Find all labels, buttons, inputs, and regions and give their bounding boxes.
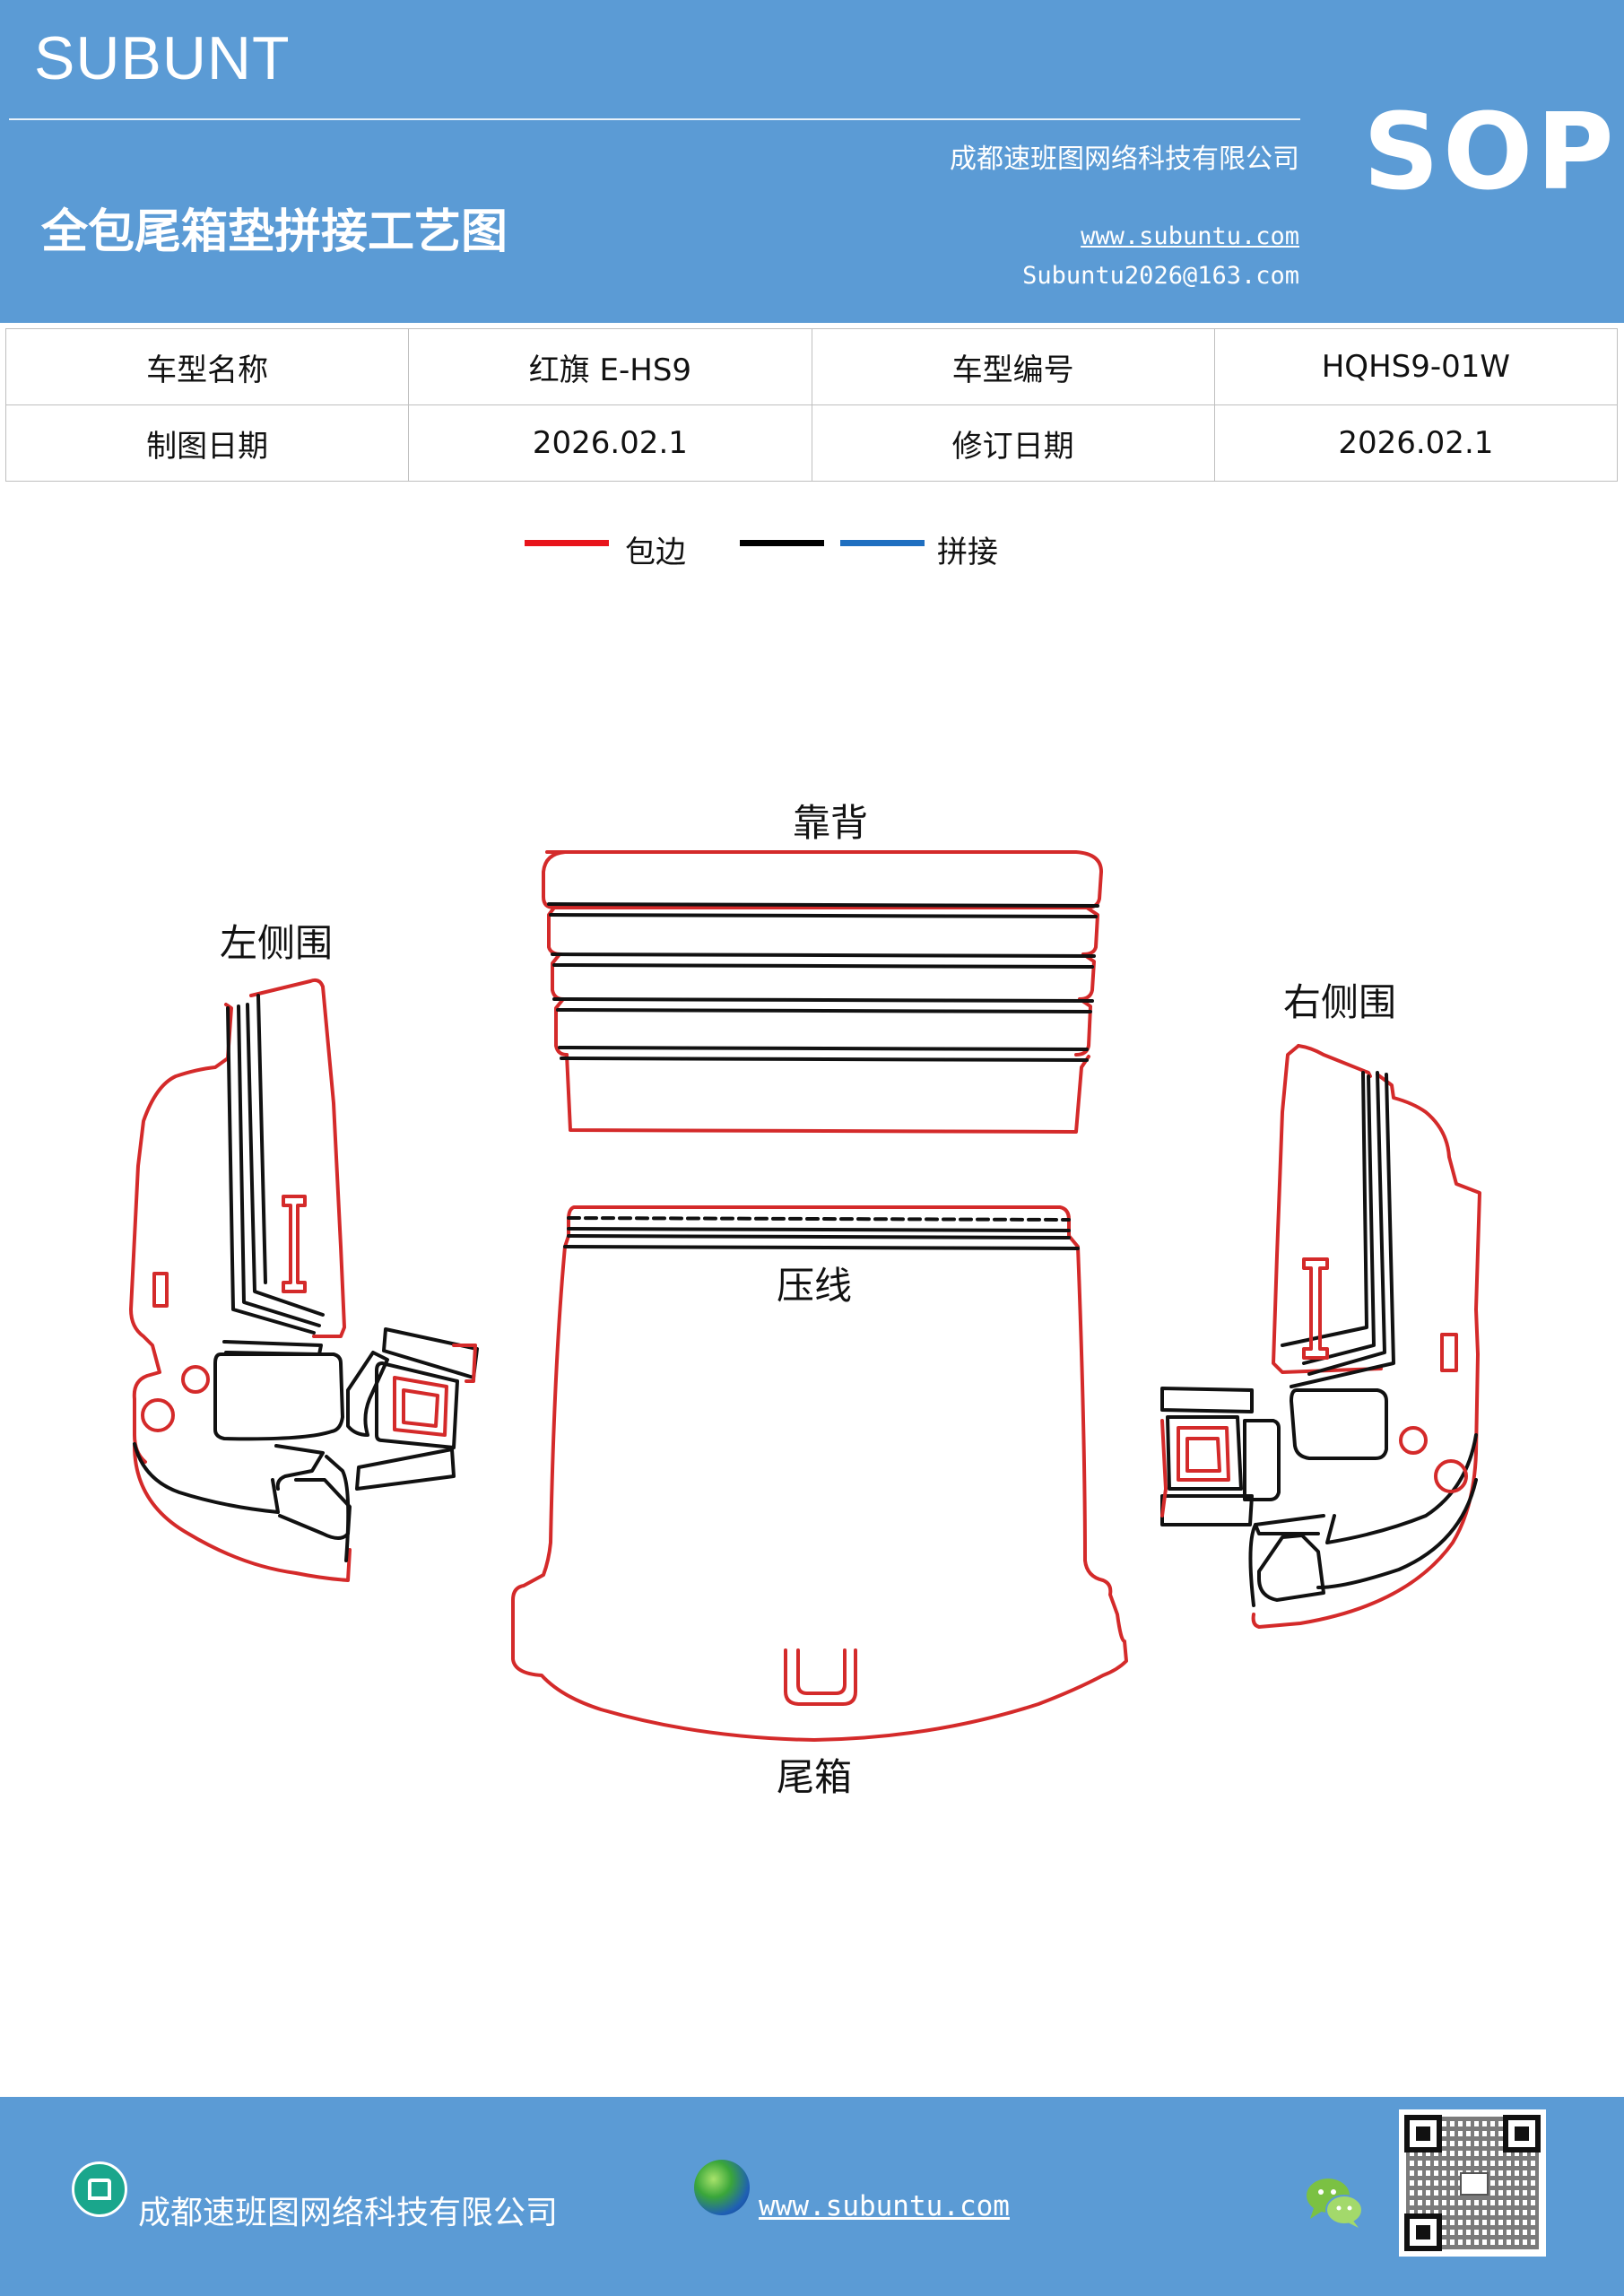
label-left-side: 左侧围 (220, 921, 333, 965)
table-cell-label: 车型编号 (811, 328, 1215, 405)
right-side-panel (1160, 1044, 1481, 1629)
header-website-link[interactable]: www.subuntu.com (1081, 222, 1299, 250)
globe-icon (694, 2160, 750, 2215)
wechat-icon (1307, 2179, 1363, 2228)
footer-company-name: 成都速班图网络科技有限公司 (138, 2195, 559, 2231)
table-cell-value: 2026.02.1 (1213, 404, 1619, 482)
label-press-line: 压线 (777, 1264, 852, 1308)
doc-code: SOP (1363, 90, 1618, 213)
table-row: 车型名称 红旗 E-HS9 车型编号 HQHS9-01W (4, 328, 1619, 405)
brand-name: SUBUNT (34, 24, 291, 92)
table-cell-value: 红旗 E-HS9 (408, 328, 812, 405)
table-cell-label: 车型名称 (4, 328, 410, 405)
table-cell-label: 制图日期 (4, 404, 410, 482)
label-backrest: 靠背 (793, 801, 868, 845)
footer-website-link[interactable]: www.subuntu.com (759, 2190, 1010, 2222)
legend-black-line (740, 540, 824, 546)
legend: 包边 拼接 (525, 527, 1027, 570)
qr-code (1399, 2109, 1546, 2257)
trunk-floor-panel (511, 1205, 1128, 1742)
header-company-name: 成都速班图网络科技有限公司 (950, 144, 1299, 175)
table-cell-label: 修订日期 (811, 404, 1215, 482)
header-banner: SUBUNT SOP 全包尾箱垫拼接工艺图 成都速班图网络科技有限公司 www.… (0, 0, 1624, 323)
table-cell-value: HQHS9-01W (1213, 328, 1619, 405)
header-email: Subuntu2026@163.com (1022, 262, 1299, 290)
trunk-mat-diagram: 靠背 左侧围 右侧围 压线 尾箱 (129, 801, 1481, 1799)
document-title: 全包尾箱垫拼接工艺图 (41, 205, 508, 259)
company-building-icon (72, 2161, 127, 2217)
table-row: 制图日期 2026.02.1 修订日期 2026.02.1 (4, 404, 1619, 482)
left-side-panel (129, 978, 479, 1582)
label-right-side: 右侧围 (1283, 980, 1396, 1024)
vehicle-info-table: 车型名称 红旗 E-HS9 车型编号 HQHS9-01W 制图日期 2026.0… (4, 328, 1619, 482)
legend-join-label: 拼接 (937, 535, 998, 570)
legend-wrap-label: 包边 (625, 535, 686, 570)
legend-join-line (840, 540, 925, 546)
backrest-panel (542, 850, 1103, 1134)
legend-wrap-line (525, 540, 609, 546)
footer-banner: 成都速班图网络科技有限公司 www.subuntu.com (0, 2097, 1624, 2296)
label-trunk: 尾箱 (777, 1755, 852, 1799)
table-cell-value: 2026.02.1 (408, 404, 812, 482)
header-divider (9, 118, 1300, 120)
